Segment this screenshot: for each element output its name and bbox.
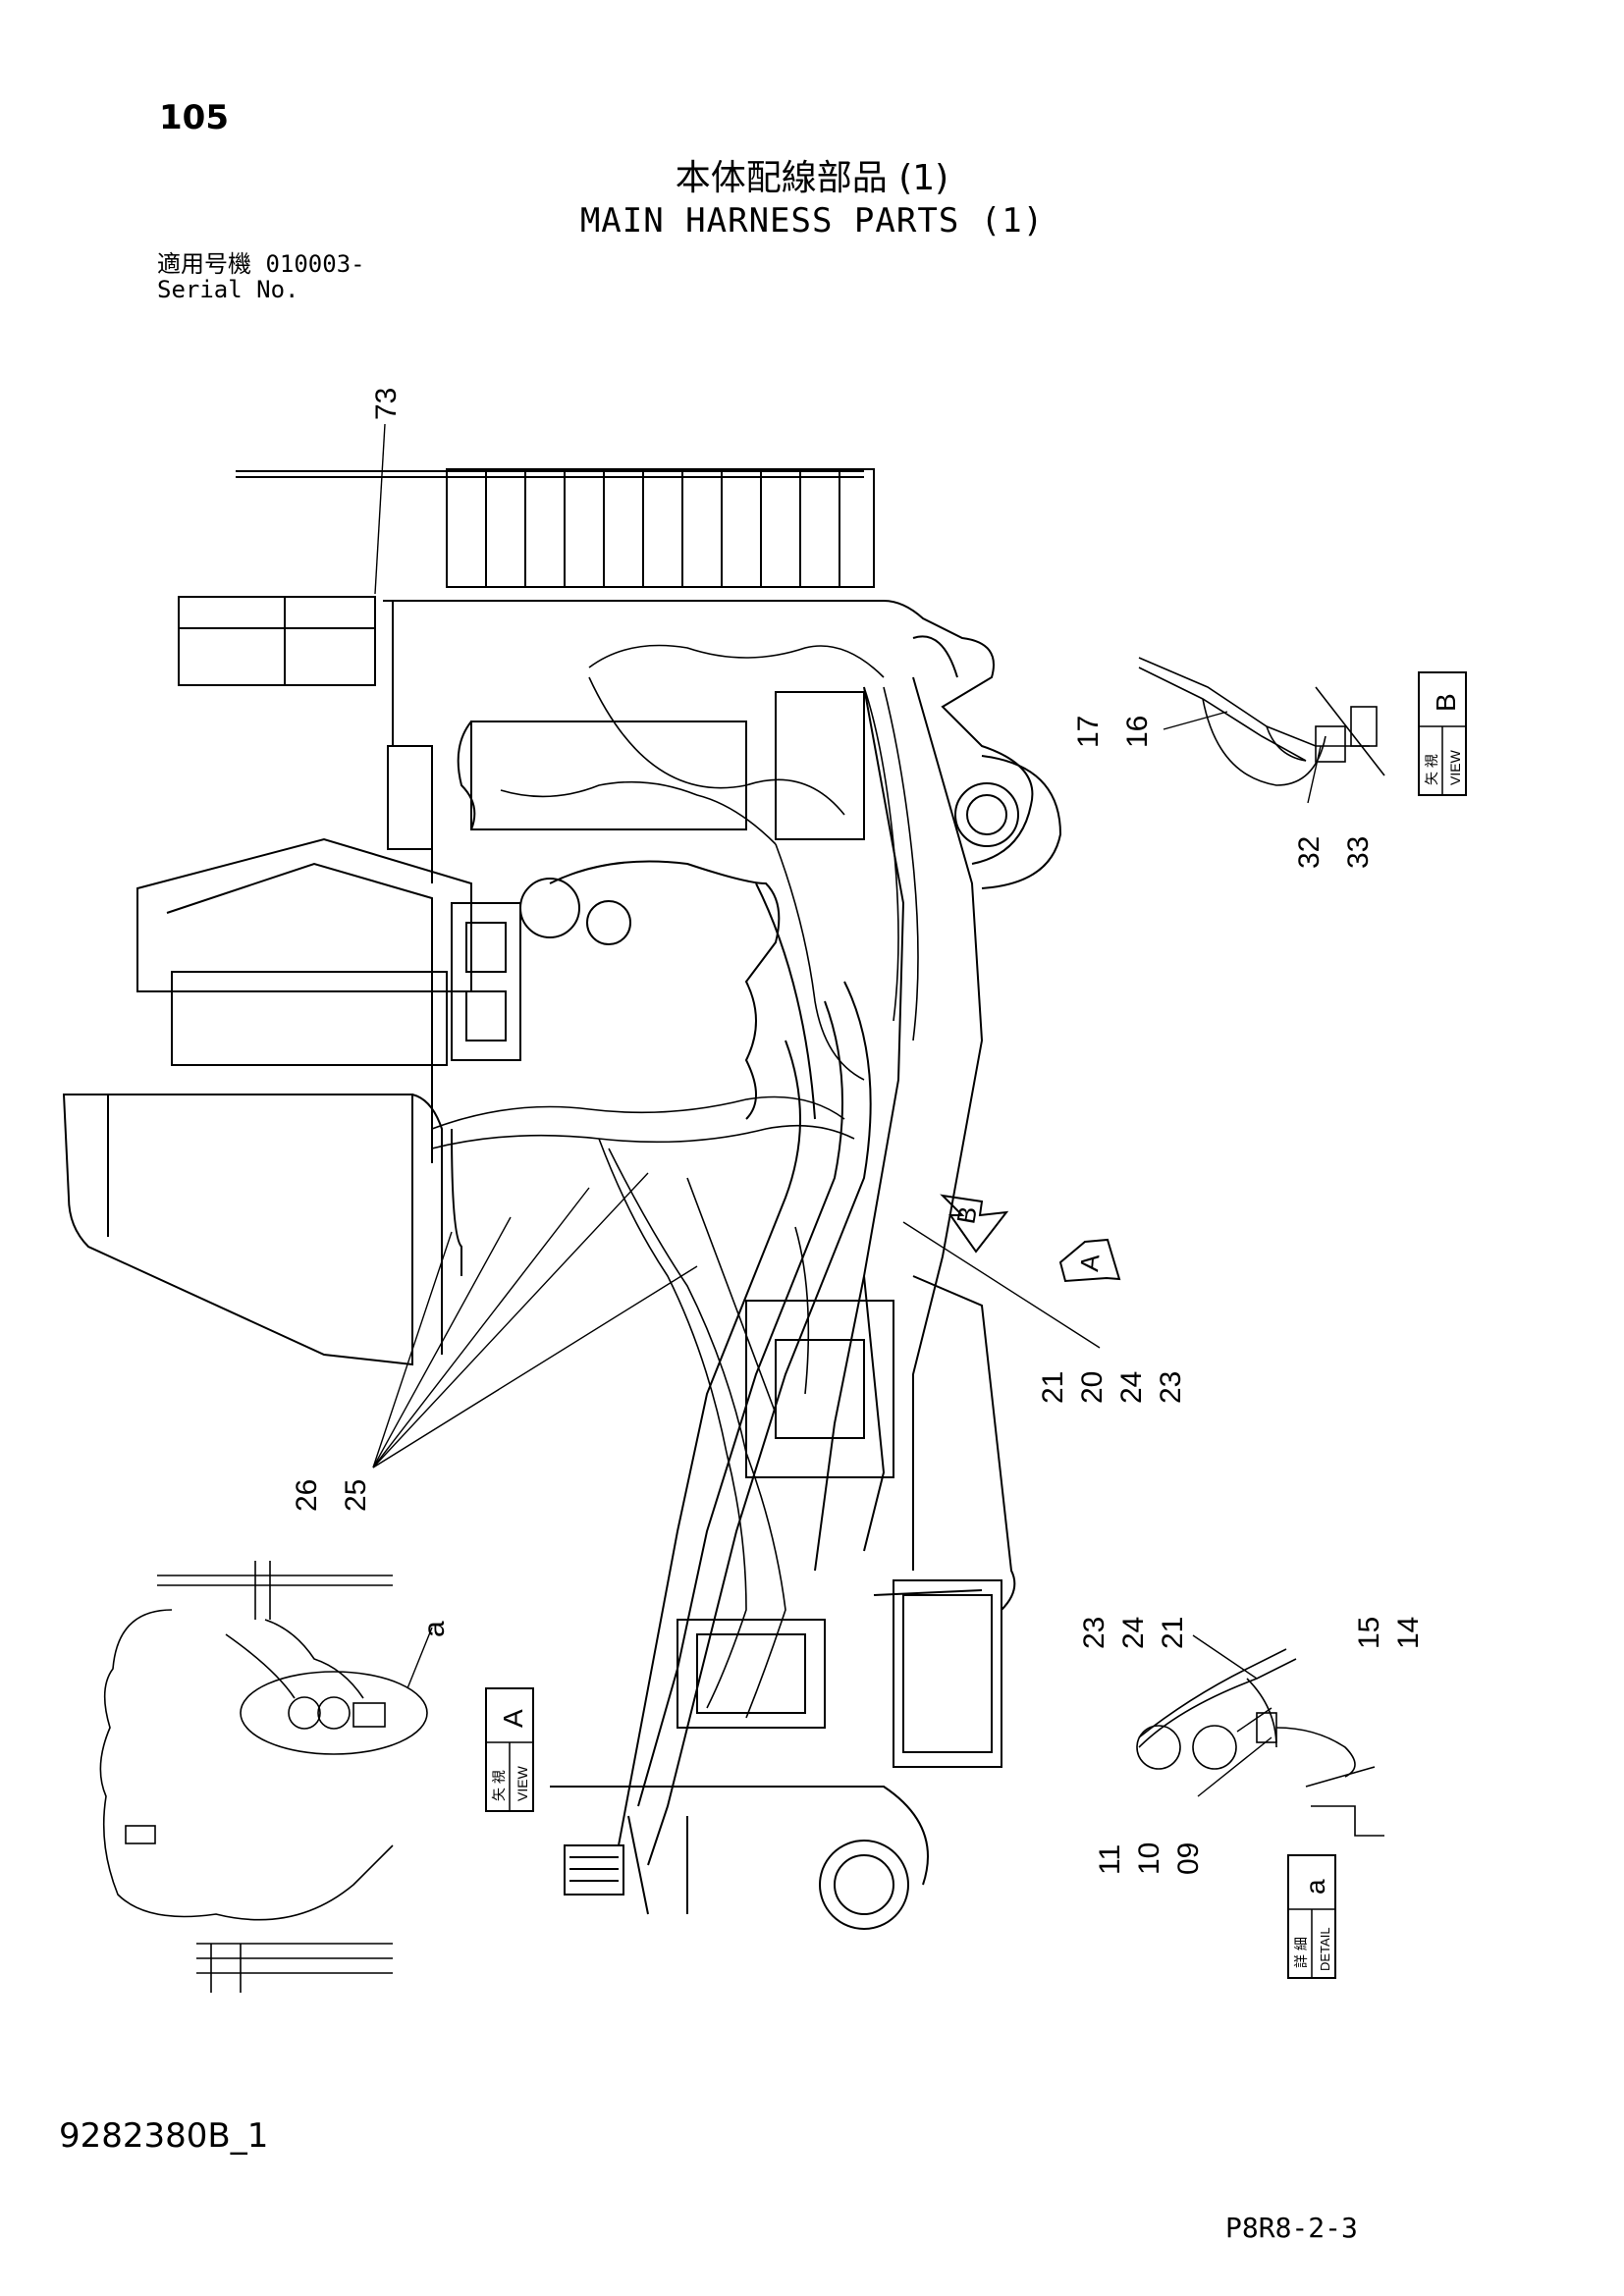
callout-24-lower: 24: [1117, 1617, 1150, 1649]
view-a-jp: 矢 視: [491, 1770, 507, 1801]
page-number: 105: [159, 98, 229, 137]
title-japanese: 本体配線部品 (1): [675, 158, 949, 198]
callout-16: 16: [1121, 716, 1154, 748]
arrow-b-letter: B: [950, 1204, 983, 1226]
view-b-inset: [1138, 657, 1385, 786]
callout-33: 33: [1342, 836, 1375, 869]
callout-09: 09: [1172, 1842, 1205, 1875]
drawing-number: 9282380B_1: [59, 2116, 269, 2156]
sheet-code: P8R8-2-3: [1225, 2212, 1358, 2244]
callout-17: 17: [1072, 716, 1105, 748]
callout-23-upper: 23: [1155, 1371, 1187, 1404]
callout-32: 32: [1293, 836, 1326, 869]
callout-10: 10: [1133, 1842, 1165, 1875]
title-english: MAIN HARNESS PARTS (1): [579, 201, 1045, 240]
callout-labels: 73 17 16 32 33 21 20 24 23 26 25 23 24 2…: [291, 388, 1425, 1875]
harness-routes: [431, 644, 919, 1719]
callout-20: 20: [1076, 1371, 1109, 1404]
callout-11: 11: [1094, 1844, 1126, 1875]
view-b-jp: 矢 視: [1424, 754, 1439, 785]
view-arrows: [940, 1194, 1121, 1283]
callout-23-lower: 23: [1078, 1617, 1110, 1649]
view-a-box: A 矢 視 VIEW: [485, 1687, 534, 1812]
machine-body: [62, 468, 1062, 1930]
callout-15: 15: [1353, 1617, 1385, 1649]
detail-a-box: a 詳 細 DETAIL: [1287, 1854, 1336, 1979]
view-b-en: VIEW: [1447, 749, 1463, 785]
detail-a-inset: [1136, 1648, 1384, 1837]
callout-14: 14: [1392, 1617, 1425, 1649]
view-a-en: VIEW: [514, 1765, 530, 1801]
callout-leaders: [372, 423, 1322, 1797]
serial-label-jp: 適用号機 010003-: [157, 250, 365, 278]
callout-21-lower: 21: [1157, 1617, 1189, 1649]
callout-detail-a: a: [418, 1621, 451, 1637]
callout-21-upper: 21: [1037, 1371, 1069, 1404]
callout-25: 25: [340, 1479, 372, 1512]
detail-a-letter: a: [1300, 1879, 1330, 1895]
view-a-letter: A: [498, 1709, 528, 1728]
view-a-inset: [99, 1561, 428, 1993]
callout-24-upper: 24: [1115, 1371, 1148, 1404]
view-b-letter: B: [1431, 693, 1461, 712]
serial-label-en: Serial No.: [157, 276, 299, 303]
detail-a-en: DETAIL: [1318, 1927, 1332, 1971]
serial-block: 適用号機 010003- Serial No.: [157, 251, 365, 302]
callout-73: 73: [370, 388, 403, 420]
view-b-box: B 矢 視 VIEW: [1418, 671, 1467, 796]
arrow-a-letter: A: [1074, 1253, 1105, 1273]
callout-26: 26: [291, 1479, 323, 1512]
detail-a-jp: 詳 細: [1293, 1937, 1309, 1968]
